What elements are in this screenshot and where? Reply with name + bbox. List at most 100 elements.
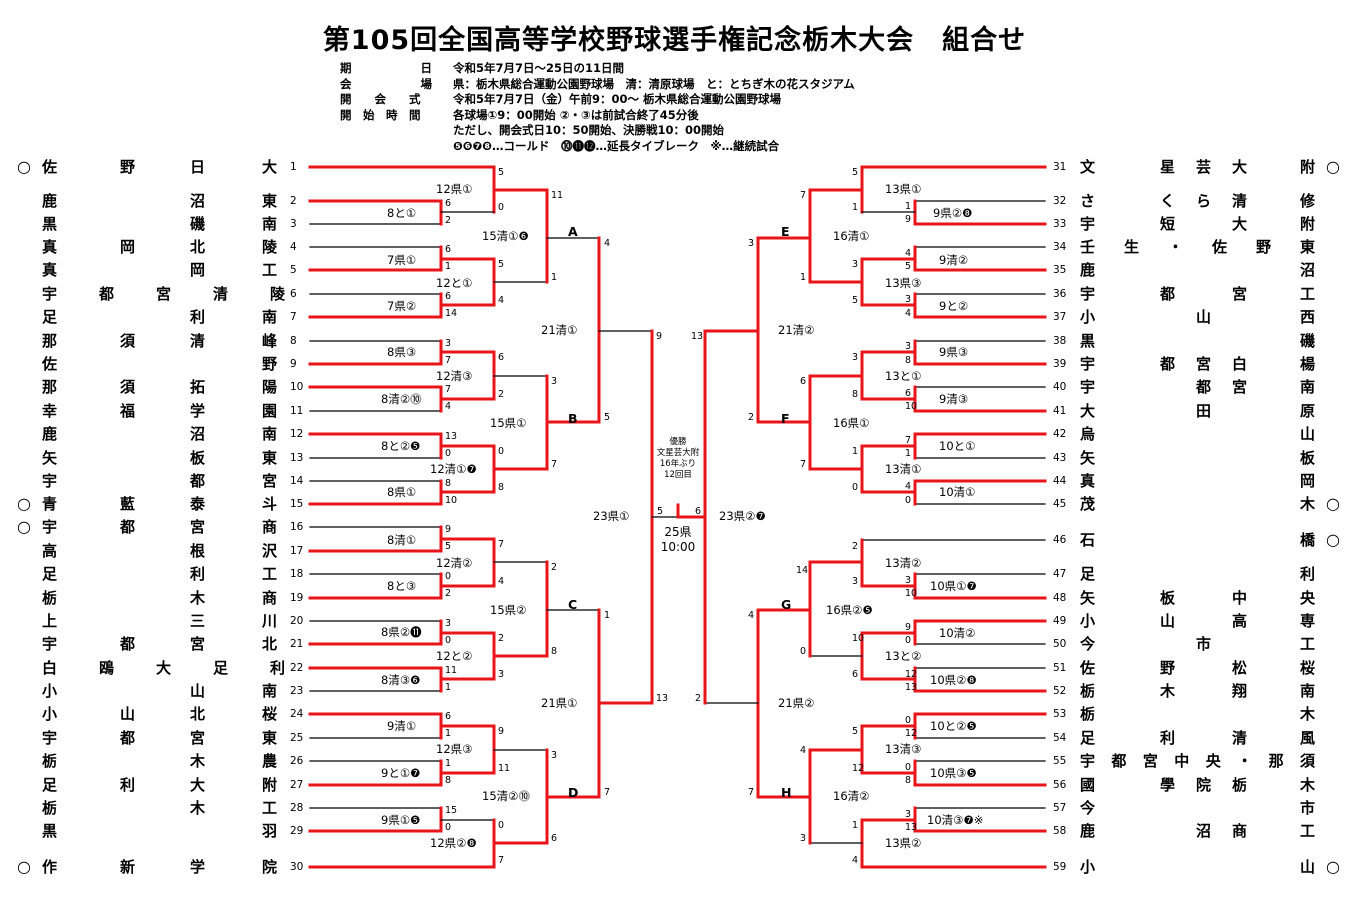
match-label: 9清②: [939, 253, 969, 267]
score: 11: [445, 665, 458, 676]
team-name-char: 足: [213, 659, 229, 677]
score: 6: [445, 291, 452, 302]
team-number: 16: [290, 521, 304, 533]
team-name-char: 真: [42, 261, 58, 279]
score: 9: [905, 214, 912, 225]
team-name-char: 沢: [262, 542, 278, 560]
team-name-char: 山: [1160, 612, 1176, 630]
score: 3: [445, 338, 452, 349]
team-name-char: 央: [1300, 589, 1316, 607]
team-name-char: 藍: [120, 495, 136, 513]
score: 13: [656, 693, 669, 704]
score: 10: [852, 633, 865, 644]
team-name-char: ・: [1237, 752, 1253, 770]
match-label: 8県②⓫: [381, 625, 422, 639]
team-number: 45: [1053, 498, 1067, 510]
team-name-char: 宮: [1232, 378, 1248, 396]
score: 3: [551, 750, 558, 761]
match-label: 10と②❺: [930, 719, 977, 733]
score: 1: [445, 758, 452, 769]
team-name-char: 野: [1256, 238, 1272, 256]
team-name-char: 宮: [156, 285, 172, 303]
team-number: 6: [290, 288, 297, 300]
team-number: 49: [1053, 615, 1067, 627]
team-number: 2: [290, 195, 297, 207]
seed-mark: ○: [1326, 530, 1340, 549]
score: 3: [905, 341, 912, 352]
team-name-char: 南: [262, 308, 278, 326]
score: 2: [551, 562, 558, 573]
match-label: 12県②❽: [430, 836, 477, 850]
score: 0: [852, 482, 859, 493]
block-letter: E: [781, 224, 790, 239]
match-label: 15清②⓾: [482, 789, 530, 803]
team-name-char: 短: [1160, 215, 1176, 233]
team-name-char: 鹿: [1080, 261, 1096, 279]
team-name-char: 白: [1232, 355, 1248, 373]
score: 3: [852, 259, 859, 270]
team-number: 58: [1053, 825, 1067, 837]
match-label: 12と②: [436, 649, 473, 663]
match-label: 10清①: [939, 485, 976, 499]
team-name-char: 大: [1232, 215, 1248, 233]
team-name-char: 工: [1300, 822, 1316, 840]
team-name-char: 國: [1080, 776, 1096, 794]
team-name-char: 拓: [190, 378, 206, 396]
score: 13: [445, 431, 458, 442]
team-name-char: 北: [190, 238, 206, 256]
score: 0: [445, 635, 452, 646]
team-name-char: 原: [1300, 402, 1316, 420]
team-name-char: 大: [1080, 402, 1096, 420]
score: 9: [905, 622, 912, 633]
team-name-char: 栃: [1080, 705, 1096, 723]
score: 10: [905, 588, 918, 599]
match-label: 12清③: [436, 369, 473, 383]
team-name-char: 附: [262, 776, 278, 794]
team-name-char: 茂: [1080, 495, 1096, 513]
team-number: 23: [290, 685, 304, 697]
match-label: 13清①: [885, 462, 922, 476]
score: 6: [445, 198, 452, 209]
score: 5: [445, 541, 452, 552]
team-number: 26: [290, 755, 304, 767]
team-name-char: 清: [190, 332, 206, 350]
team-name-char: 矢: [1080, 589, 1096, 607]
team-name-char: 須: [120, 332, 136, 350]
score: 0: [905, 715, 912, 726]
team-name-char: 高: [1232, 612, 1248, 630]
team-number: 30: [290, 861, 304, 873]
score: 4: [852, 855, 859, 866]
team-name-char: 岡: [120, 238, 136, 256]
team-name-char: 利: [190, 308, 206, 326]
team-name-char: 山: [1196, 308, 1212, 326]
match-label: 9清③: [939, 392, 969, 406]
team-name-char: 宮: [262, 472, 278, 490]
team-number: 14: [290, 475, 304, 487]
team-name-char: 南: [1300, 682, 1316, 700]
team-name-char: 宇: [1080, 378, 1096, 396]
team-number: 5: [290, 264, 297, 276]
team-name-char: 橋: [1300, 531, 1316, 549]
team-name-char: 小: [42, 682, 58, 700]
team-name-char: 木: [190, 589, 206, 607]
team-number: 43: [1053, 452, 1067, 464]
seed-mark: ○: [17, 517, 31, 536]
match-label: 10清③❼※: [927, 813, 984, 827]
team-name-char: 野: [120, 158, 136, 176]
team-name-char: 松: [1232, 659, 1248, 677]
match-label: 8県①: [387, 485, 417, 499]
score: 5: [604, 412, 611, 423]
match-label: 15県②: [490, 603, 527, 617]
match-label: 9と①❼: [381, 766, 421, 780]
score: 8: [445, 478, 452, 489]
team-number: 53: [1053, 708, 1067, 720]
team-name-char: 都: [120, 635, 136, 653]
team-name-char: 野: [1160, 659, 1176, 677]
score: 0: [498, 202, 505, 213]
score: 0: [445, 448, 452, 459]
team-number: 4: [290, 241, 297, 253]
score: 10: [445, 495, 458, 506]
team-number: 47: [1053, 568, 1067, 580]
team-number: 50: [1053, 638, 1067, 650]
score: 5: [852, 726, 859, 737]
